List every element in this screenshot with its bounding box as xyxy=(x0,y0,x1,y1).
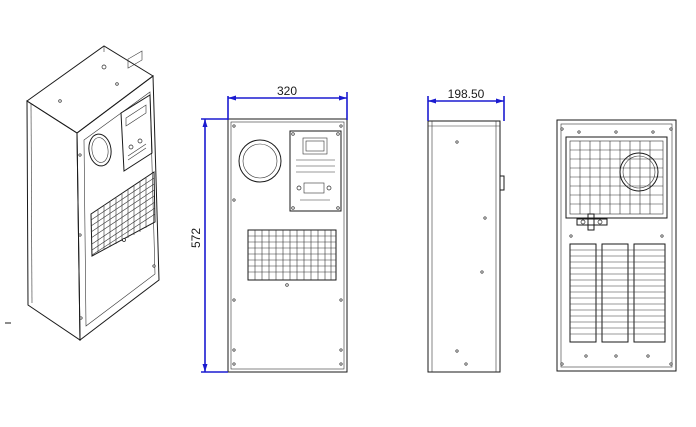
rear-upper-grille xyxy=(565,136,668,219)
side-knob xyxy=(499,175,505,191)
width-label: 320 xyxy=(277,84,297,98)
depth-dimension: 198.50 xyxy=(427,87,505,121)
front-control-panel xyxy=(289,130,342,212)
front-round-port xyxy=(238,139,282,183)
width-dimension: 320 xyxy=(227,84,348,120)
iso-grille xyxy=(90,171,156,257)
rear-fan-port xyxy=(619,152,659,192)
iso-top-face xyxy=(26,45,154,134)
depth-label: 198.50 xyxy=(448,87,485,101)
rear-drain-fitting xyxy=(576,218,608,226)
height-dimension: 572 xyxy=(189,118,228,373)
iso-round-port xyxy=(88,133,112,167)
rear-louvers xyxy=(569,243,666,343)
side-view: 198.50 xyxy=(427,87,505,373)
rear-view xyxy=(556,119,677,372)
front-grille xyxy=(247,229,337,281)
isometric-view xyxy=(5,45,160,341)
side-view-outline xyxy=(427,120,501,373)
front-display xyxy=(302,137,328,155)
front-view-outline xyxy=(227,118,348,373)
front-view: 320 572 xyxy=(189,84,348,373)
height-label: 572 xyxy=(189,228,203,248)
iso-side-face xyxy=(26,100,81,341)
rear-view-outline xyxy=(556,119,677,372)
iso-control-panel xyxy=(120,94,153,172)
